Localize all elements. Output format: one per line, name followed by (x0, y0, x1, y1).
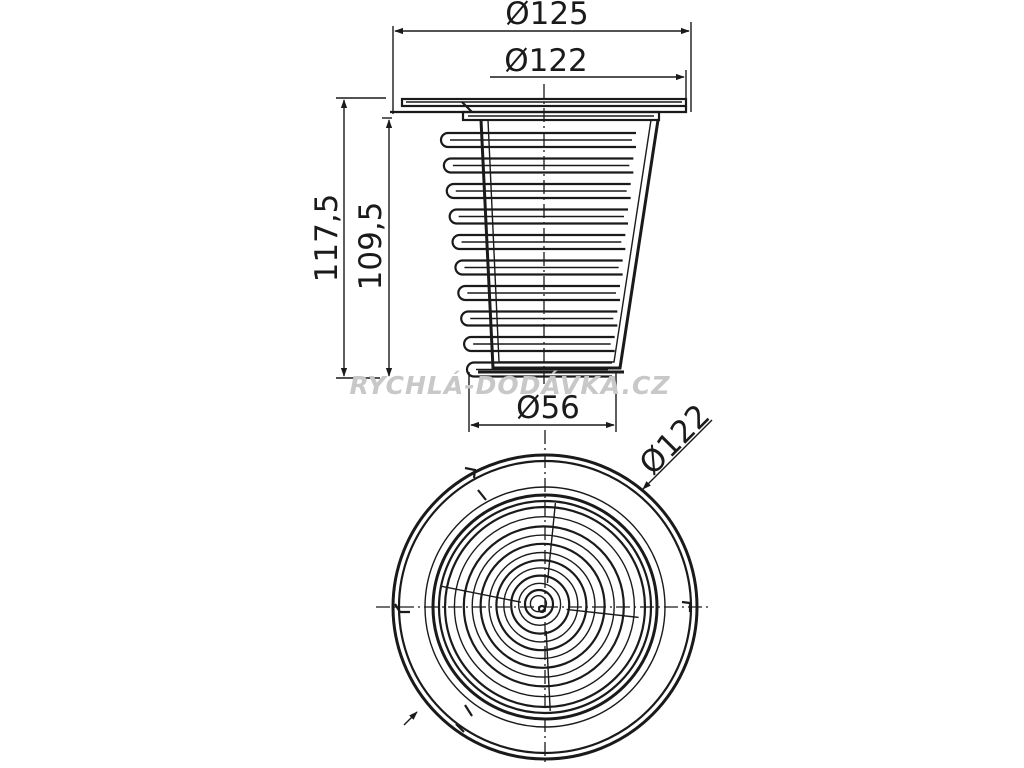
spiral-ring (510, 574, 571, 635)
dimension-bottom-diameter: Ø56 (468, 372, 617, 432)
spiral-ring (479, 542, 606, 669)
spiral-ring (443, 505, 647, 709)
spiral-center (537, 604, 547, 614)
spiral-rib (440, 585, 522, 603)
outer-ring (391, 453, 699, 761)
label-top-diameter: Ø122 (633, 398, 718, 483)
dimension-outer-diameter: Ø125 (392, 0, 692, 114)
coil-loop (454, 259, 623, 276)
label-total-height: 117,5 (309, 194, 345, 283)
label-basket-height: 109,5 (353, 202, 389, 291)
spiral-ring (517, 582, 562, 626)
spiral-rib (566, 608, 639, 619)
coil-loop (460, 310, 618, 327)
watermark: RYCHLÁ-DODÁVKA.CZ (349, 371, 670, 400)
spiral-ring (503, 567, 579, 643)
spiral-ring (488, 551, 596, 660)
dimension-top-diameter: Ø122 (403, 398, 718, 726)
basket-rim (431, 493, 659, 721)
coil-loop (457, 284, 620, 302)
dimension-total-height: 117,5 (309, 97, 386, 379)
spiral-rib (546, 502, 557, 584)
coil-loop (465, 361, 612, 378)
dimension-flange-diameter: Ø122 (490, 43, 687, 110)
label-flange-diameter: Ø122 (504, 43, 588, 79)
coil-loop (439, 131, 636, 149)
rim-tabs (394, 466, 692, 733)
coil-loop (451, 233, 626, 251)
top-view: Ø122 (376, 398, 717, 766)
coil-loop (463, 335, 615, 353)
spiral-coil (439, 131, 636, 378)
spiral-rib (545, 630, 551, 712)
basket-rim-inner (437, 499, 653, 715)
spiral-ring (471, 534, 615, 678)
spiral-ring (462, 525, 625, 688)
spiral-ring (523, 588, 555, 620)
spiral-ring (495, 559, 588, 652)
dimension-basket-height: 109,5 (353, 117, 393, 377)
coil-loop (442, 157, 634, 174)
label-outer-diameter: Ø125 (505, 0, 589, 32)
coil-loop (448, 208, 628, 225)
coil-loop (445, 182, 631, 200)
spiral-coil-top (440, 502, 647, 712)
side-view: Ø125 Ø122 117,5 109,5 (309, 0, 692, 432)
spiral-ring (529, 595, 548, 613)
flange (390, 97, 688, 122)
inner-rim (424, 486, 666, 728)
label-bottom-diameter: Ø56 (516, 390, 580, 426)
spiral-ring (453, 516, 636, 698)
